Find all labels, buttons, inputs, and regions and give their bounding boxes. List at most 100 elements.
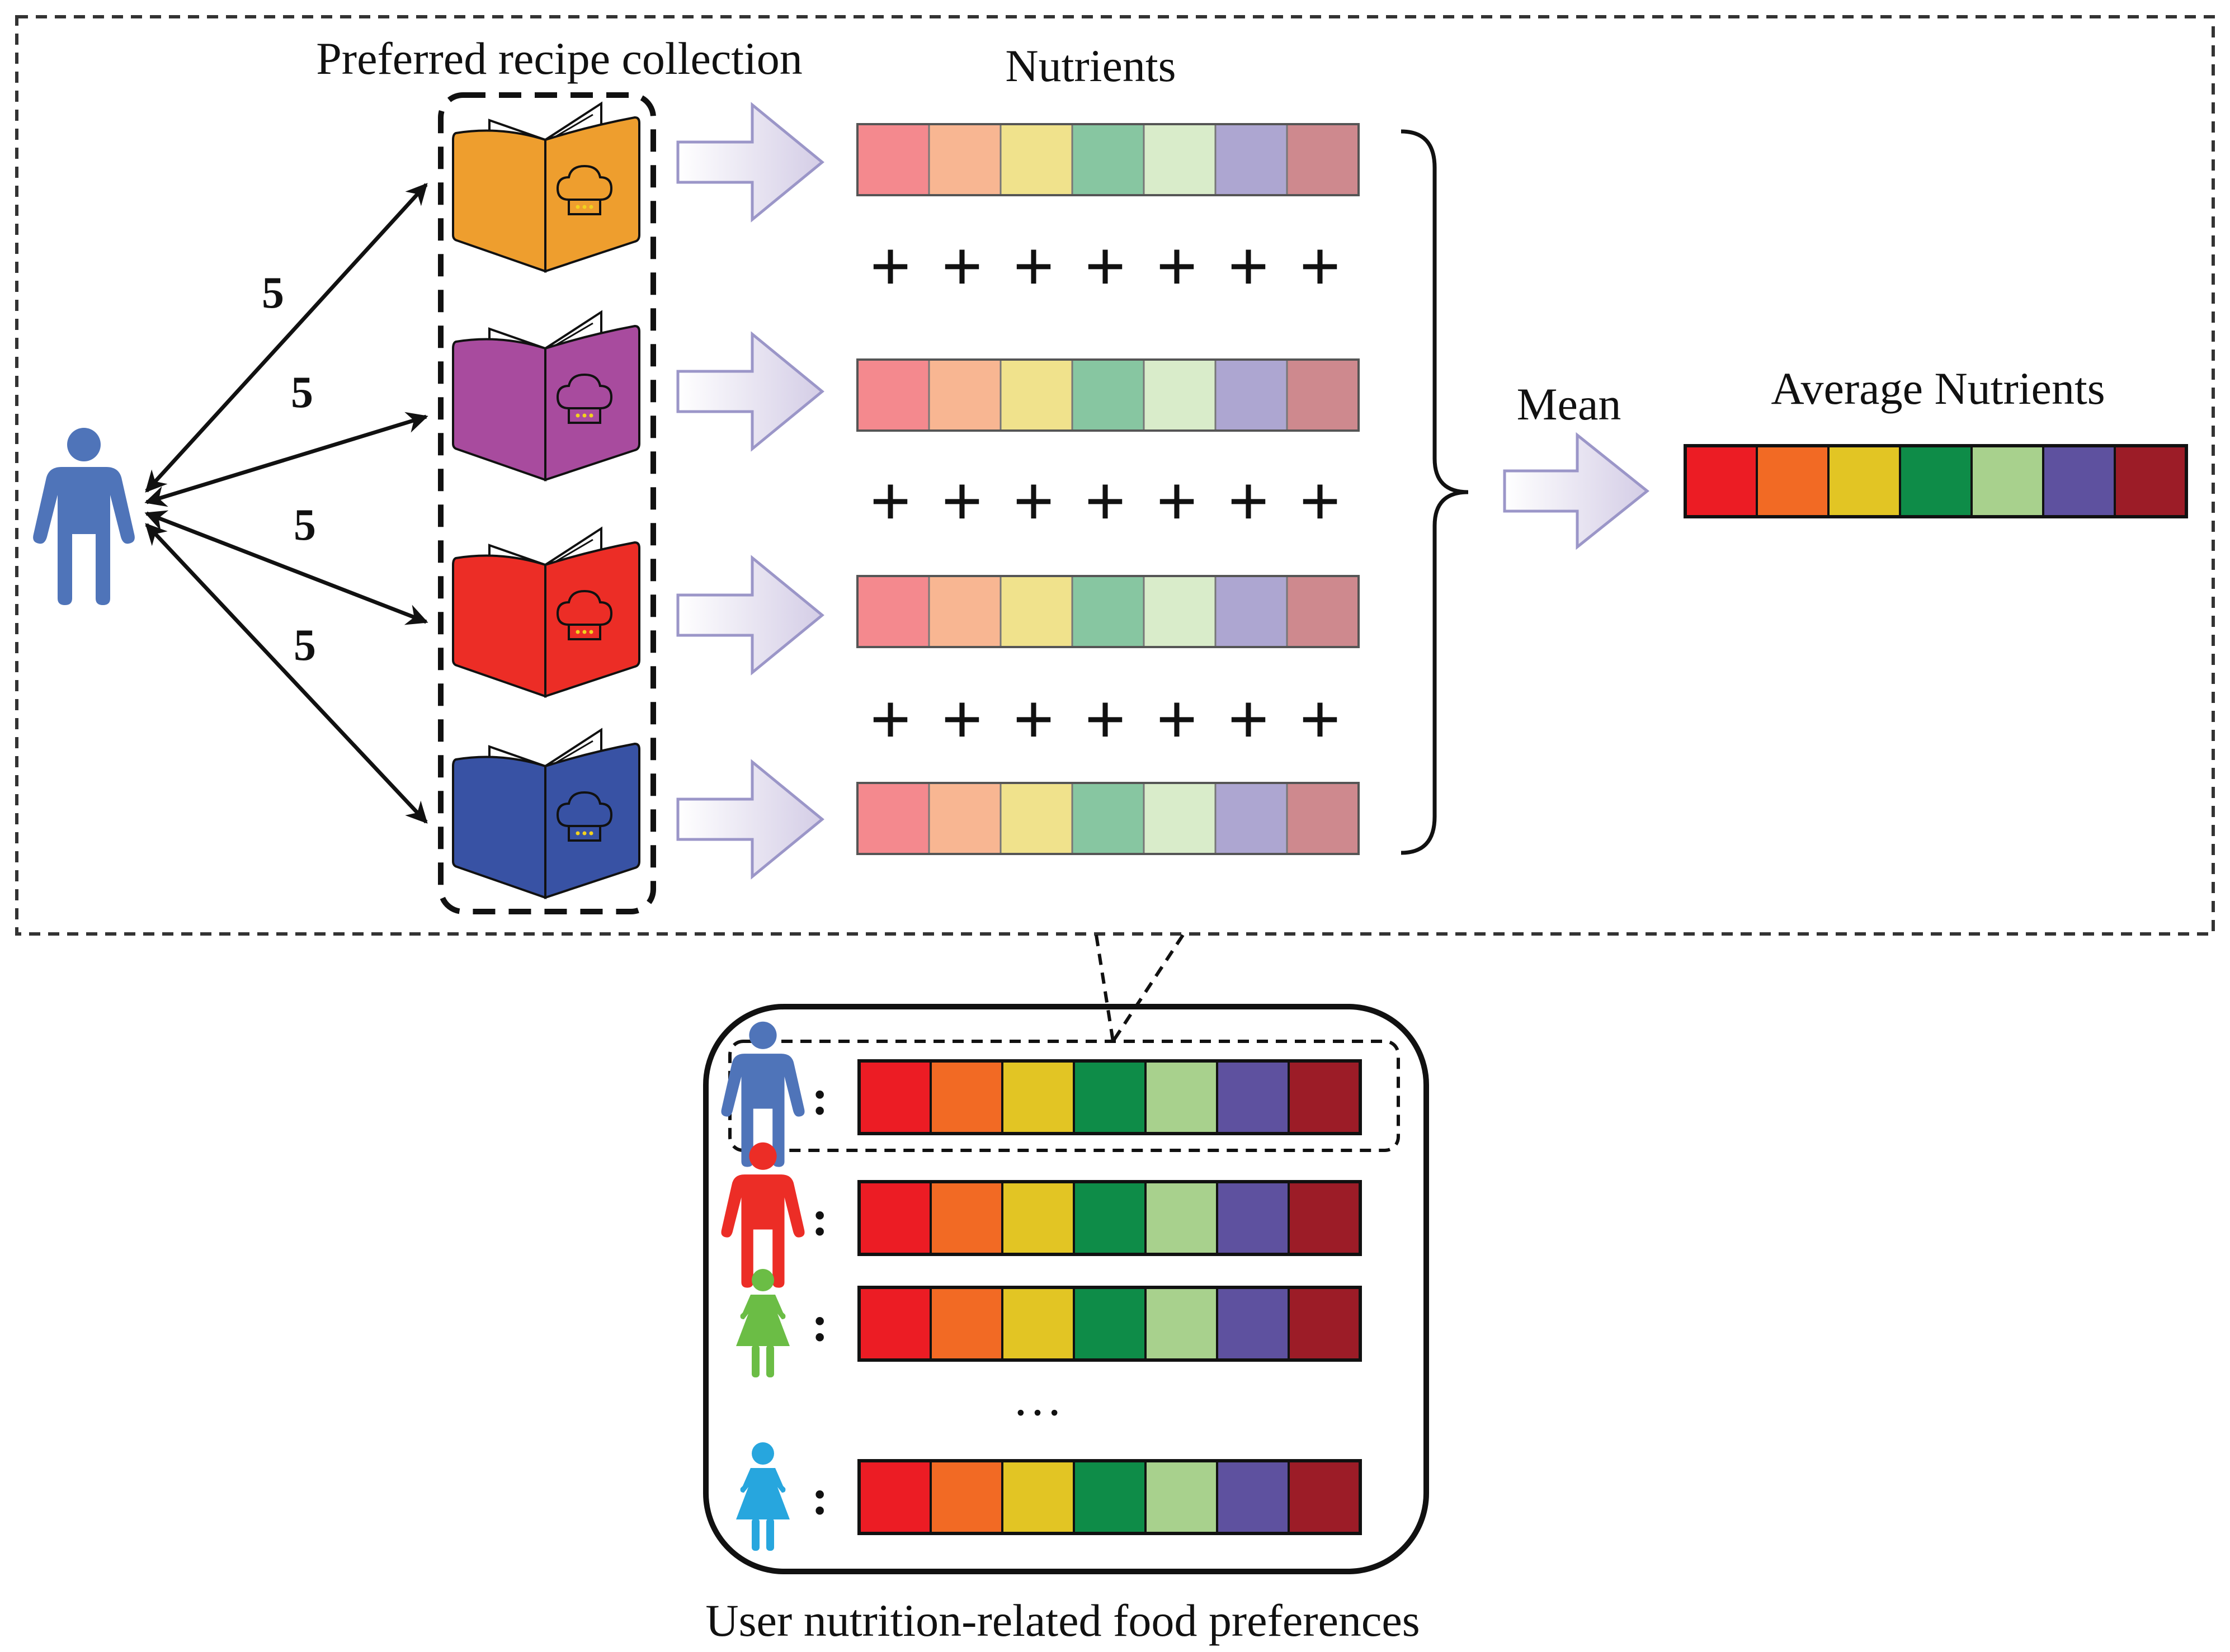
plus-signs: +++++++++++++++++++++ — [870, 226, 1341, 760]
nutrient-cell-7 — [1286, 782, 1360, 855]
nutrient-cell-7 — [1288, 1060, 1361, 1135]
user-preferences-panel — [703, 1004, 1429, 1574]
nutrient-cell-4 — [1073, 1181, 1147, 1255]
user-icon — [33, 428, 135, 605]
plus-sign-r1-7: + — [1299, 226, 1341, 307]
user-list: :::: — [721, 1021, 1362, 1551]
user-nutrient-bar-2 — [857, 1180, 1362, 1256]
nutrient-cell-6 — [1216, 1181, 1290, 1255]
edge-book-4 — [145, 523, 428, 824]
man-icon — [721, 1021, 805, 1167]
row-colon: : — [812, 1070, 828, 1125]
nutrient-cell-5 — [1143, 782, 1217, 855]
recipe-book-2 — [452, 310, 640, 482]
nutrient-cell-5 — [1144, 1060, 1218, 1135]
nutrient-cell-1 — [858, 1060, 932, 1135]
user-nutrient-bar-1 — [857, 1059, 1362, 1135]
collection-title: Preferred recipe collection — [316, 33, 803, 84]
nutrient-cell-7 — [1286, 358, 1360, 432]
plus-sign-r1-3: + — [1013, 226, 1054, 307]
top-panel-frame — [15, 15, 2215, 936]
nutrient-cell-6 — [1214, 123, 1288, 196]
nutrient-cell-5 — [1970, 445, 2044, 518]
recipe-nutrient-bar-4 — [856, 782, 1360, 855]
edge-book-1 — [145, 183, 428, 493]
nutrient-cell-1 — [1684, 445, 1758, 518]
plus-sign-r2-4: + — [1085, 461, 1126, 542]
edge-weight-1: 5 — [262, 268, 284, 318]
plus-sign-r2-3: + — [1013, 461, 1054, 542]
plus-sign-r2-6: + — [1228, 461, 1269, 542]
block-arrow-4 — [676, 759, 824, 880]
nutrient-cell-4 — [1071, 123, 1145, 196]
nutrient-cell-3 — [1827, 445, 1901, 518]
plus-sign-r3-2: + — [941, 679, 983, 760]
nutrient-cell-6 — [1214, 782, 1288, 855]
nutrient-cell-7 — [2114, 445, 2187, 518]
nutrient-cell-2 — [928, 782, 1002, 855]
recipe-book-1 — [452, 101, 640, 273]
nutrient-cell-2 — [928, 123, 1002, 196]
plus-sign-r1-2: + — [941, 226, 983, 307]
block-arrow-mean — [1503, 432, 1650, 550]
nutrient-cell-4 — [1071, 358, 1145, 432]
row-colon: : — [812, 1191, 828, 1246]
edge-book-2 — [144, 412, 428, 507]
nutrient-cell-6 — [2042, 445, 2116, 518]
woman-icon — [736, 1269, 790, 1377]
recipe-collection-box — [438, 92, 656, 914]
nutrients-title: Nutrients — [1005, 40, 1176, 91]
chef-hat-icon — [556, 164, 613, 215]
nutrient-cell-5 — [1144, 1181, 1218, 1255]
nutrient-cell-3 — [1000, 123, 1073, 196]
nutrient-cell-6 — [1216, 1460, 1290, 1535]
plus-sign-r2-7: + — [1299, 461, 1341, 542]
block-arrow-1 — [676, 102, 824, 223]
nutrient-cell-3 — [1000, 358, 1073, 432]
average-nutrient-bar — [1684, 444, 2188, 518]
nutrient-cell-7 — [1288, 1286, 1361, 1361]
ellipsis: … — [1012, 1371, 1063, 1426]
user-recipe-edges — [144, 183, 428, 824]
nutrient-cell-2 — [928, 575, 1002, 648]
plus-sign-r3-7: + — [1299, 679, 1341, 760]
user-row-1: : — [721, 1021, 1362, 1167]
nutrient-cell-5 — [1144, 1460, 1218, 1535]
plus-sign-r3-1: + — [870, 679, 911, 760]
nutrient-cell-5 — [1143, 123, 1217, 196]
nutrient-cell-2 — [930, 1181, 1003, 1255]
plus-sign-r3-4: + — [1085, 679, 1126, 760]
recipe-book-4 — [452, 728, 640, 899]
row-colon: : — [812, 1470, 828, 1525]
edge-weight-4: 5 — [294, 621, 316, 670]
nutrient-cell-2 — [930, 1460, 1003, 1535]
nutrient-cell-3 — [1001, 1460, 1075, 1535]
chef-hat-icon — [556, 589, 613, 640]
user-nutrient-bar-3 — [857, 1286, 1362, 1362]
nutrient-cell-7 — [1286, 123, 1360, 196]
nutrient-cell-3 — [1000, 782, 1073, 855]
row-colon: : — [812, 1296, 828, 1352]
user-row-3: : — [736, 1269, 1362, 1377]
nutrient-cell-1 — [856, 358, 930, 432]
nutrient-cell-5 — [1144, 1286, 1218, 1361]
nutrient-cell-6 — [1216, 1060, 1290, 1135]
nutrient-cell-7 — [1288, 1460, 1361, 1535]
average-title: Average Nutrients — [1771, 363, 2105, 414]
recipe-nutrient-bar-2 — [856, 358, 1360, 432]
block-arrow-2 — [676, 331, 824, 452]
nutrient-bars — [856, 123, 2188, 855]
plus-sign-r1-1: + — [870, 226, 911, 307]
nutrient-cell-4 — [1073, 1460, 1147, 1535]
nutrient-cell-7 — [1288, 1181, 1361, 1255]
nutrient-cell-2 — [928, 358, 1002, 432]
chef-hat-icon — [556, 791, 613, 842]
user-nutrient-bar-4 — [857, 1459, 1362, 1535]
recipe-book-3 — [452, 526, 640, 698]
nutrient-cell-6 — [1216, 1286, 1290, 1361]
plus-sign-r3-3: + — [1013, 679, 1054, 760]
plus-sign-r1-6: + — [1228, 226, 1269, 307]
plus-sign-r3-5: + — [1156, 679, 1197, 760]
nutrient-cell-4 — [1899, 445, 1973, 518]
